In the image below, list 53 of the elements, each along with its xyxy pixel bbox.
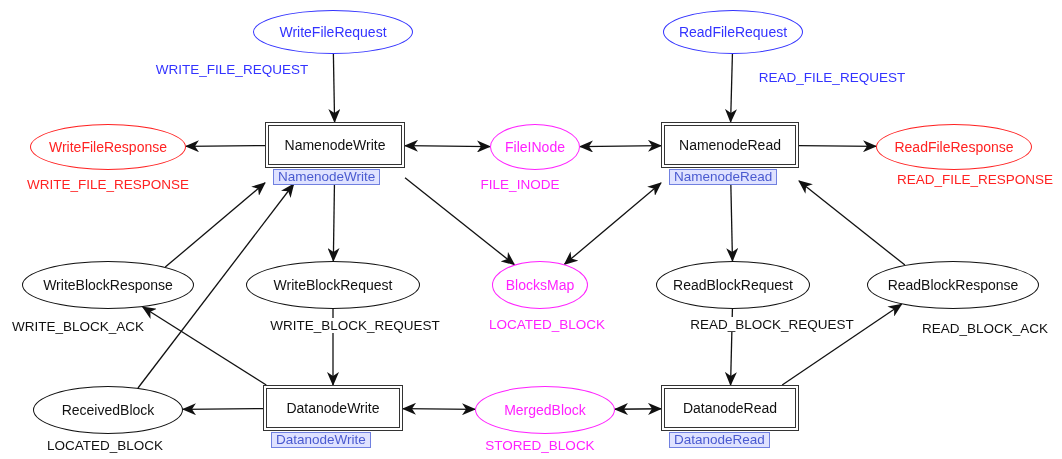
arc-arrow: [404, 139, 491, 153]
colour-set-label: LOCATED_BLOCK: [488, 317, 605, 332]
node-label: WriteFileResponse: [49, 139, 167, 155]
colour-set-label: FILE_INODE: [480, 177, 560, 192]
arc-arrow: [164, 182, 266, 268]
colour-set-label: READ_BLOCK_REQUEST: [690, 317, 854, 332]
colour-set-label: READ_FILE_REQUEST: [758, 70, 906, 85]
node-label: WriteFileRequest: [279, 24, 387, 40]
colour-set-label: WRITE_BLOCK_ACK: [11, 319, 144, 334]
colour-set-label: READ_BLOCK_ACK: [921, 321, 1049, 336]
node-label: ReadFileRequest: [678, 24, 788, 40]
colour-set-label: READ_FILE_RESPONSE: [896, 172, 1054, 187]
arc-arrow: [798, 140, 878, 153]
colour-set-label: WRITE_BLOCK_REQUEST: [270, 318, 440, 333]
transition-box: [265, 122, 405, 168]
node-label: ReceivedBlock: [61, 402, 155, 418]
transition-box: [661, 385, 799, 431]
arc-arrow: [798, 180, 906, 266]
arc-arrow: [402, 402, 477, 416]
colour-set-label: WRITE_FILE_RESPONSE: [26, 177, 189, 192]
node-label: BlocksMap: [505, 277, 575, 293]
node-label: FileINode: [505, 139, 565, 155]
node-label: NamenodeWrite: [284, 137, 386, 153]
arc-arrow: [781, 303, 903, 386]
node-label: NamenodeRead: [679, 137, 781, 153]
arc-arrow: [726, 183, 739, 262]
node-label: ReadBlockResponse: [887, 277, 1019, 293]
arc-arrow: [579, 139, 662, 153]
transition-box: [263, 385, 403, 431]
colour-set-label: LOCATED_BLOCK: [46, 438, 163, 453]
colour-set-label: WRITE_FILE_REQUEST: [155, 62, 309, 77]
arc-arrow: [181, 403, 264, 416]
node-label: ReadBlockRequest: [673, 277, 793, 293]
subpage-tag: DatanodeWrite: [271, 432, 371, 448]
colour-set-label: STORED_BLOCK: [485, 438, 595, 453]
node-label: MergedBlock: [504, 402, 586, 418]
arc-arrow: [328, 53, 341, 123]
arc-arrow: [327, 183, 340, 262]
node-label: DatanodeRead: [682, 400, 778, 416]
node-label: ReadFileResponse: [894, 139, 1014, 155]
arc-arrow: [563, 182, 662, 265]
subpage-tag: DatanodeRead: [669, 432, 770, 448]
subpage-tag: NamenodeWrite: [273, 169, 381, 185]
arc-arrow: [184, 140, 266, 153]
transition-box: [661, 122, 799, 168]
arc-arrow: [404, 177, 516, 266]
subpage-tag: NamenodeRead: [669, 169, 778, 185]
arc-arrow: [724, 53, 737, 123]
arc-arrow: [141, 306, 267, 386]
node-label: WriteBlockResponse: [43, 277, 173, 293]
node-label: WriteBlockRequest: [273, 277, 393, 293]
arc-arrow: [613, 402, 662, 416]
node-label: DatanodeWrite: [286, 400, 380, 416]
